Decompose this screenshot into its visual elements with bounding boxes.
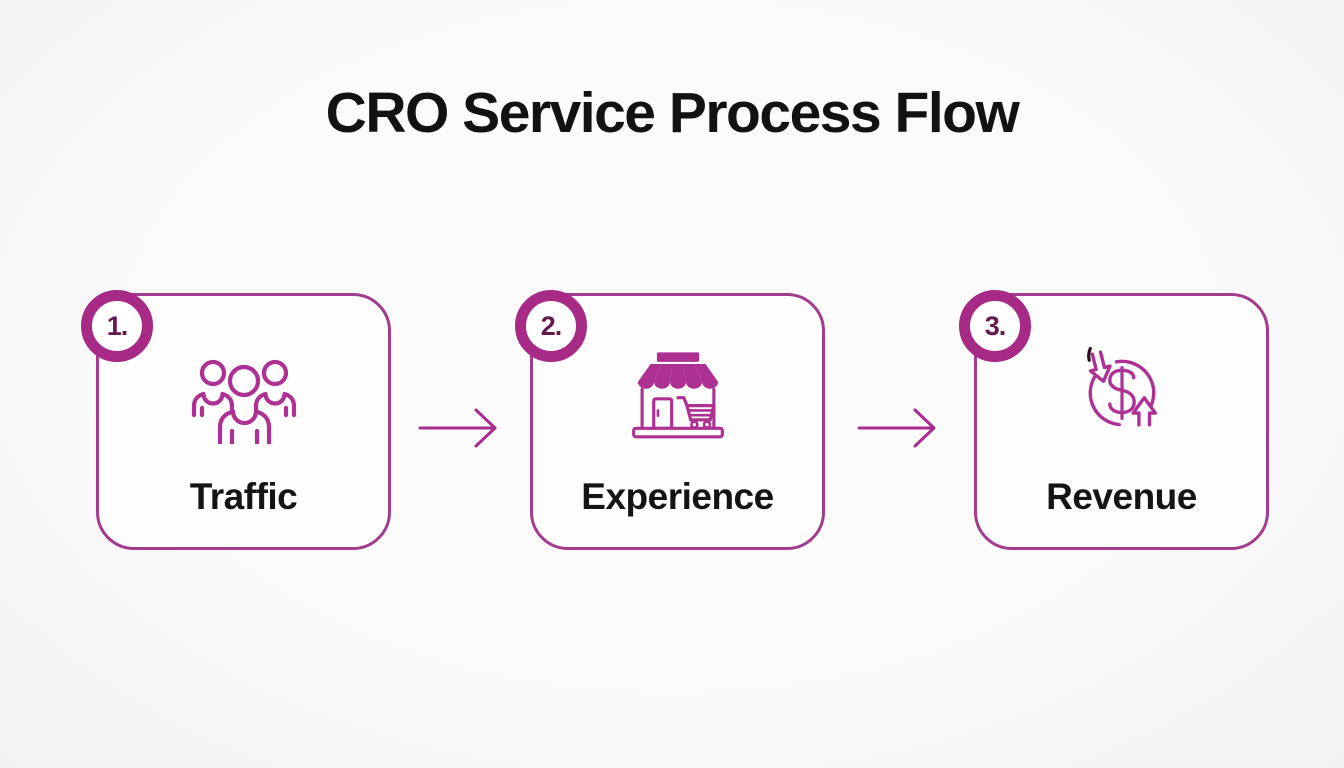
arrow-right-icon: [857, 408, 936, 448]
step-label: Experience: [581, 476, 774, 517]
storefront-cart-icon: [533, 346, 822, 441]
step-label: Traffic: [189, 476, 298, 517]
step-number: 3.: [984, 310, 1007, 341]
step-label: Revenue: [1046, 476, 1197, 517]
page-title: CRO Service Process Flow: [325, 81, 1020, 145]
step-number-badge: 1.: [81, 290, 153, 362]
step-number: 1.: [106, 310, 129, 341]
step-number-badge: 3.: [959, 290, 1031, 362]
arrow-right-icon: [418, 408, 497, 448]
step-number: 2.: [540, 310, 563, 341]
step-card-revenue: 3. Revenue: [959, 290, 1269, 550]
users-group-icon: [99, 352, 388, 444]
dollar-cycle-icon: [977, 340, 1266, 446]
step-number-badge: 2.: [515, 290, 587, 362]
step-card-traffic: 1.: [81, 290, 391, 550]
step-card-experience: 2.: [515, 290, 825, 550]
